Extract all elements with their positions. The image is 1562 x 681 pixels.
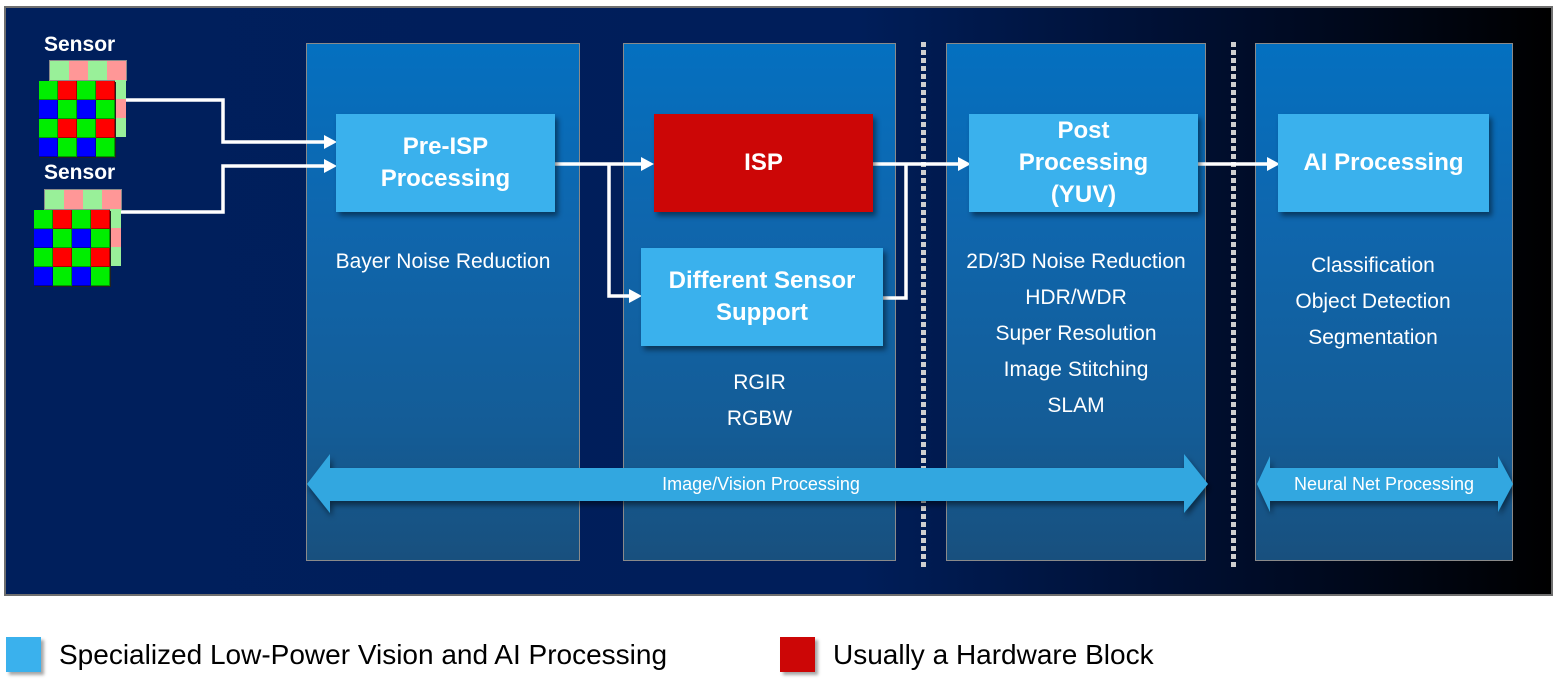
arrowhead-icon bbox=[324, 135, 337, 149]
legend-label: Usually a Hardware Block bbox=[833, 638, 1154, 670]
neural-net-processing-label: Neural Net Processing bbox=[1293, 474, 1475, 494]
bayer-pattern-grid bbox=[39, 81, 115, 157]
feature-item: SLAM bbox=[1047, 394, 1105, 417]
feature-item: 2D/3D Noise Reduction bbox=[966, 250, 1186, 273]
connector-sensor2-to-preisp bbox=[111, 164, 328, 214]
sensor-support-feature-list: RGIR RGBW bbox=[623, 365, 896, 437]
feature-item: Object Detection bbox=[1295, 290, 1451, 313]
sensor-back-layer bbox=[115, 80, 126, 137]
legend-label: Specialized Low-Power Vision and AI Proc… bbox=[59, 638, 668, 670]
post-processing-feature-list: 2D/3D Noise Reduction HDR/WDR Super Reso… bbox=[946, 244, 1206, 424]
legend-swatch-red bbox=[780, 637, 815, 672]
feature-item: Image Stitching bbox=[1003, 358, 1149, 381]
sensor-label: Sensor bbox=[44, 33, 116, 56]
sensor-back-layer bbox=[44, 189, 122, 210]
separator-dotted-2 bbox=[1231, 42, 1236, 570]
pre-isp-feature-list: Bayer Noise Reduction bbox=[306, 244, 580, 280]
connector-layer bbox=[111, 98, 1513, 513]
ai-feature-list: Classification Object Detection Segmenta… bbox=[1244, 248, 1502, 356]
legend-swatch-blue bbox=[6, 637, 41, 672]
connector-sensorsupport-to-post bbox=[882, 164, 908, 300]
feature-item: Super Resolution bbox=[995, 322, 1157, 345]
diagram-canvas: Sensor Sensor Pre-ISP Processing ISP Dif… bbox=[4, 6, 1553, 596]
isp-block: ISP bbox=[654, 114, 873, 212]
feature-item: Classification bbox=[1311, 254, 1435, 277]
arrowhead-icon bbox=[1267, 157, 1280, 171]
separator-dotted-1 bbox=[921, 42, 926, 570]
neural-net-band-arrow bbox=[1257, 456, 1513, 512]
post-processing-yuv-block: Post Processing (YUV) bbox=[969, 114, 1198, 212]
legend-item-hardware: Usually a Hardware Block bbox=[780, 637, 1154, 672]
feature-item: HDR/WDR bbox=[1025, 286, 1127, 309]
connector-preisp-to-sensorsupport bbox=[607, 164, 632, 298]
legend-item-specialized: Specialized Low-Power Vision and AI Proc… bbox=[6, 637, 667, 672]
feature-item: RGBW bbox=[726, 407, 793, 430]
feature-item: Bayer Noise Reduction bbox=[335, 250, 551, 273]
feature-item: RGIR bbox=[733, 371, 786, 394]
connector-sensor1-to-preisp bbox=[123, 98, 328, 144]
arrowhead-icon bbox=[958, 157, 971, 171]
arrowhead-icon bbox=[641, 157, 654, 171]
arrowhead-icon bbox=[324, 159, 337, 173]
feature-item: Segmentation bbox=[1308, 326, 1438, 349]
different-sensor-support-block: Different Sensor Support bbox=[641, 248, 883, 346]
pre-isp-processing-block: Pre-ISP Processing bbox=[336, 114, 555, 212]
bayer-pattern-grid bbox=[34, 210, 110, 286]
ai-processing-block: AI Processing bbox=[1278, 114, 1489, 212]
image-vision-processing-label: Image/Vision Processing bbox=[662, 474, 860, 494]
image-vision-band-arrow bbox=[307, 454, 1208, 513]
sensor-back-layer bbox=[49, 60, 127, 81]
sensor-back-layer bbox=[110, 209, 121, 266]
sensor-label: Sensor bbox=[44, 161, 116, 184]
arrowhead-icon bbox=[629, 289, 642, 303]
